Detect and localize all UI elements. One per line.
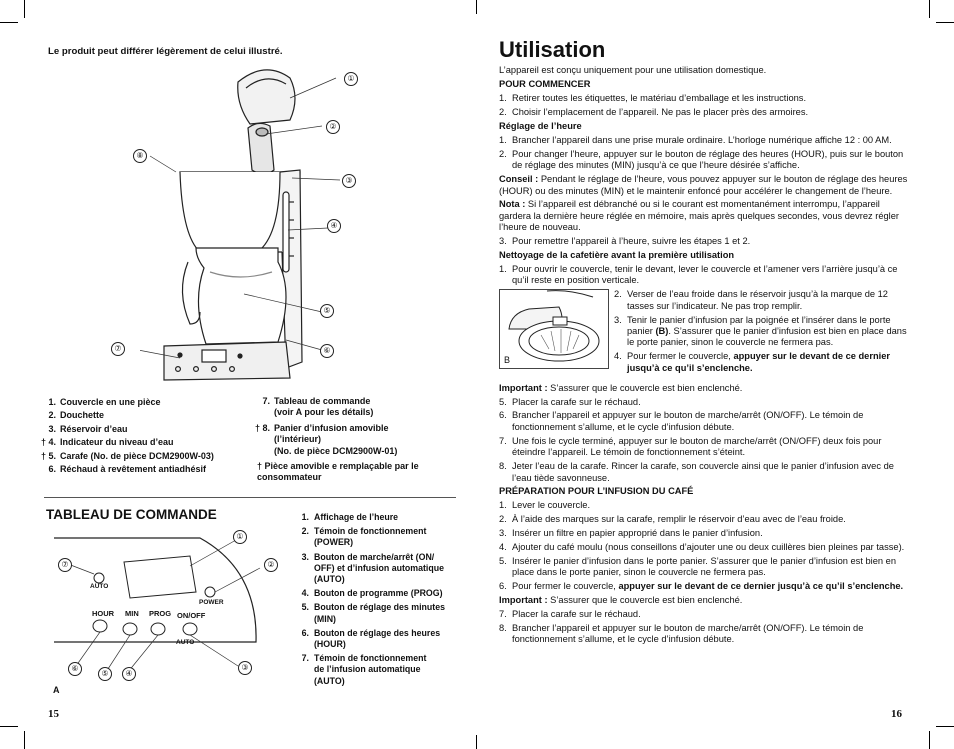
section-heading: Nettoyage de la cafetière avant la premi… xyxy=(499,250,735,261)
intro-text: L’appareil est conçu uniquement pour une… xyxy=(499,65,767,76)
panel-callout-5: ⑤ xyxy=(98,667,112,681)
control-panel-legend: 1.Affichage de l’heure 2.Témoin de fonct… xyxy=(282,512,458,690)
replaceable-part-footnote: † Pièce amovible e remplaçable par le co… xyxy=(257,461,419,483)
crop-mark xyxy=(936,22,954,23)
parts-list-item: 6.Réchaud à revêtement antiadhésif xyxy=(48,464,207,475)
auto-indicator-label: AUTO xyxy=(90,583,109,590)
parts-list-item: 3.Réservoir d’eau xyxy=(48,423,128,434)
control-panel-diagram xyxy=(54,537,261,673)
list-item: 2.Verser de l’eau froide dans le réservo… xyxy=(614,289,888,311)
panel-callout-1: ① xyxy=(233,530,247,544)
control-legend-item: 7.Témoin de fonctionnement de l’infusion… xyxy=(301,653,427,686)
parts-list-item: † 5.Carafe (No. de pièce DCM2900W-03) xyxy=(40,450,214,461)
parts-list-column-1: 1.Couvercle en une pièce 2.Douchette 3.R… xyxy=(34,396,254,476)
control-legend-item: 2.Témoin de fonctionnement (POWER) xyxy=(301,526,427,548)
important-note: Important : S’assurer que le couvercle e… xyxy=(499,382,743,393)
onoff-button-label: ON/OFF xyxy=(177,611,206,620)
list-item: 4.Pour fermer le couvercle, appuyer sur … xyxy=(614,351,891,373)
control-legend-item: 4.Bouton de programme (PROG) xyxy=(301,588,443,599)
parts-list-item: 2.Douchette xyxy=(48,410,105,421)
list-item: 1.Lever le couvercle. xyxy=(499,500,591,511)
list-item: 1.Brancher l’appareil dans une prise mur… xyxy=(499,134,892,145)
figure-a-label: A xyxy=(53,685,60,695)
list-item: 3.Pour remettre l’appareil à l’heure, su… xyxy=(499,236,751,247)
list-item: 1.Pour ouvrir le couvercle, tenir le dev… xyxy=(499,264,898,286)
prog-button-label: PROG xyxy=(149,609,172,618)
usage-instructions: Utilisation L’appareil est conçu uniquem… xyxy=(499,37,911,648)
callout-1: ① xyxy=(344,72,358,86)
list-item: 6.Pour fermer le couvercle, appuyer sur … xyxy=(499,581,904,592)
callout-8: ⑧ xyxy=(133,149,147,163)
list-item: 7.Une fois le cycle terminé, appuyer sur… xyxy=(499,435,882,458)
parts-list-item: 7.Tableau de commande (voir A pour les d… xyxy=(262,396,374,418)
control-legend-item: 1.Affichage de l’heure xyxy=(301,512,399,522)
callout-2: ② xyxy=(326,120,340,134)
panel-callout-6: ⑥ xyxy=(68,662,82,676)
list-item: 3.Tenir le panier d’infusion par la poig… xyxy=(614,314,907,348)
parts-list-column-2: 7.Tableau de commande (voir A pour les d… xyxy=(248,396,448,484)
list-item: 3.Insérer un filtre en papier approprié … xyxy=(499,528,763,539)
list-item: 8.Brancher l’appareil et appuyer sur le … xyxy=(499,622,864,645)
tip-paragraph: Conseil : Pendant le réglage de l’heure,… xyxy=(499,174,908,196)
product-disclaimer: Le produit peut différer légèrement de c… xyxy=(48,46,283,57)
section-heading: Réglage de l’heure xyxy=(499,121,582,132)
list-item: 7.Placer la carafe sur le réchaud. xyxy=(499,609,641,620)
panel-callout-4: ④ xyxy=(122,667,136,681)
crop-mark xyxy=(936,726,954,727)
control-legend-item: 6.Bouton de réglage des heures (HOUR) xyxy=(301,627,441,650)
panel-callout-3: ③ xyxy=(238,661,252,675)
power-indicator-label: POWER xyxy=(199,599,224,606)
control-legend-item: 3.Bouton de marche/arrêt (ON/ OFF) et d’… xyxy=(301,551,444,585)
section-heading: POUR COMMENCER xyxy=(499,79,591,90)
crop-mark xyxy=(0,726,18,727)
page-number-left: 15 xyxy=(48,708,59,720)
parts-list-item: † 4.Indicateur du niveau d’eau xyxy=(40,437,174,448)
min-button-label: MIN xyxy=(125,609,139,618)
crop-mark xyxy=(24,731,25,749)
list-item: 8.Jeter l’eau de la carafe. Rincer la ca… xyxy=(499,461,894,483)
section-heading: PRÉPARATION POUR L’INFUSION DU CAFÉ xyxy=(499,486,694,497)
page-title: Utilisation xyxy=(499,37,606,62)
crop-mark xyxy=(929,0,930,18)
coffee-maker-illustration xyxy=(140,69,341,381)
list-item: 6.Brancher l’appareil et appuyer sur le … xyxy=(499,410,864,432)
list-item: 4.Ajouter du café moulu (nous conseillon… xyxy=(499,542,905,553)
parts-list-item: 1.Couvercle en une pièce xyxy=(48,397,161,407)
crop-mark xyxy=(0,22,18,23)
list-item: 2.À l’aide des marques sur la carafe, re… xyxy=(499,514,846,525)
nota-paragraph: Nota : Si l’appareil est débranché ou si… xyxy=(499,199,899,233)
callout-7: ⑦ xyxy=(111,342,125,356)
crop-mark xyxy=(929,731,930,749)
list-item: 1.Retirer toutes les étiquettes, le maté… xyxy=(499,93,807,104)
list-item: 2.Choisir l’emplacement de l’appareil. N… xyxy=(499,107,809,118)
figure-b: B xyxy=(499,289,609,370)
crop-mark xyxy=(476,0,477,14)
auto-button-label: AUTO xyxy=(176,639,195,646)
list-item: 5.Placer la carafe sur le réchaud. xyxy=(499,396,641,407)
page-number-right: 16 xyxy=(891,708,902,720)
section-divider xyxy=(44,497,456,498)
panel-callout-2: ② xyxy=(264,558,278,572)
panel-callout-7: ⑦ xyxy=(58,558,72,572)
callout-6: ⑥ xyxy=(320,344,334,358)
callout-4: ④ xyxy=(327,219,341,233)
control-legend-item: 5.Bouton de réglage des minutes (MIN) xyxy=(301,602,445,624)
parts-list-item: † 8.Panier d’infusion amovible (l’intéri… xyxy=(254,422,398,456)
list-item: 2.Pour changer l’heure, appuyer sur le b… xyxy=(499,148,904,171)
callout-3: ③ xyxy=(342,174,356,188)
list-item: 5.Insérer le panier d’infusion dans le p… xyxy=(499,555,896,578)
callout-5: ⑤ xyxy=(320,304,334,318)
crop-mark xyxy=(476,735,477,749)
important-note: Important : S’assurer que le couvercle e… xyxy=(499,595,743,606)
brew-basket-illustration xyxy=(499,289,609,370)
figure-b-label: B xyxy=(504,355,511,366)
hour-button-label: HOUR xyxy=(92,609,115,618)
crop-mark xyxy=(24,0,25,18)
control-panel-title: TABLEAU DE COMMANDE xyxy=(46,507,217,522)
